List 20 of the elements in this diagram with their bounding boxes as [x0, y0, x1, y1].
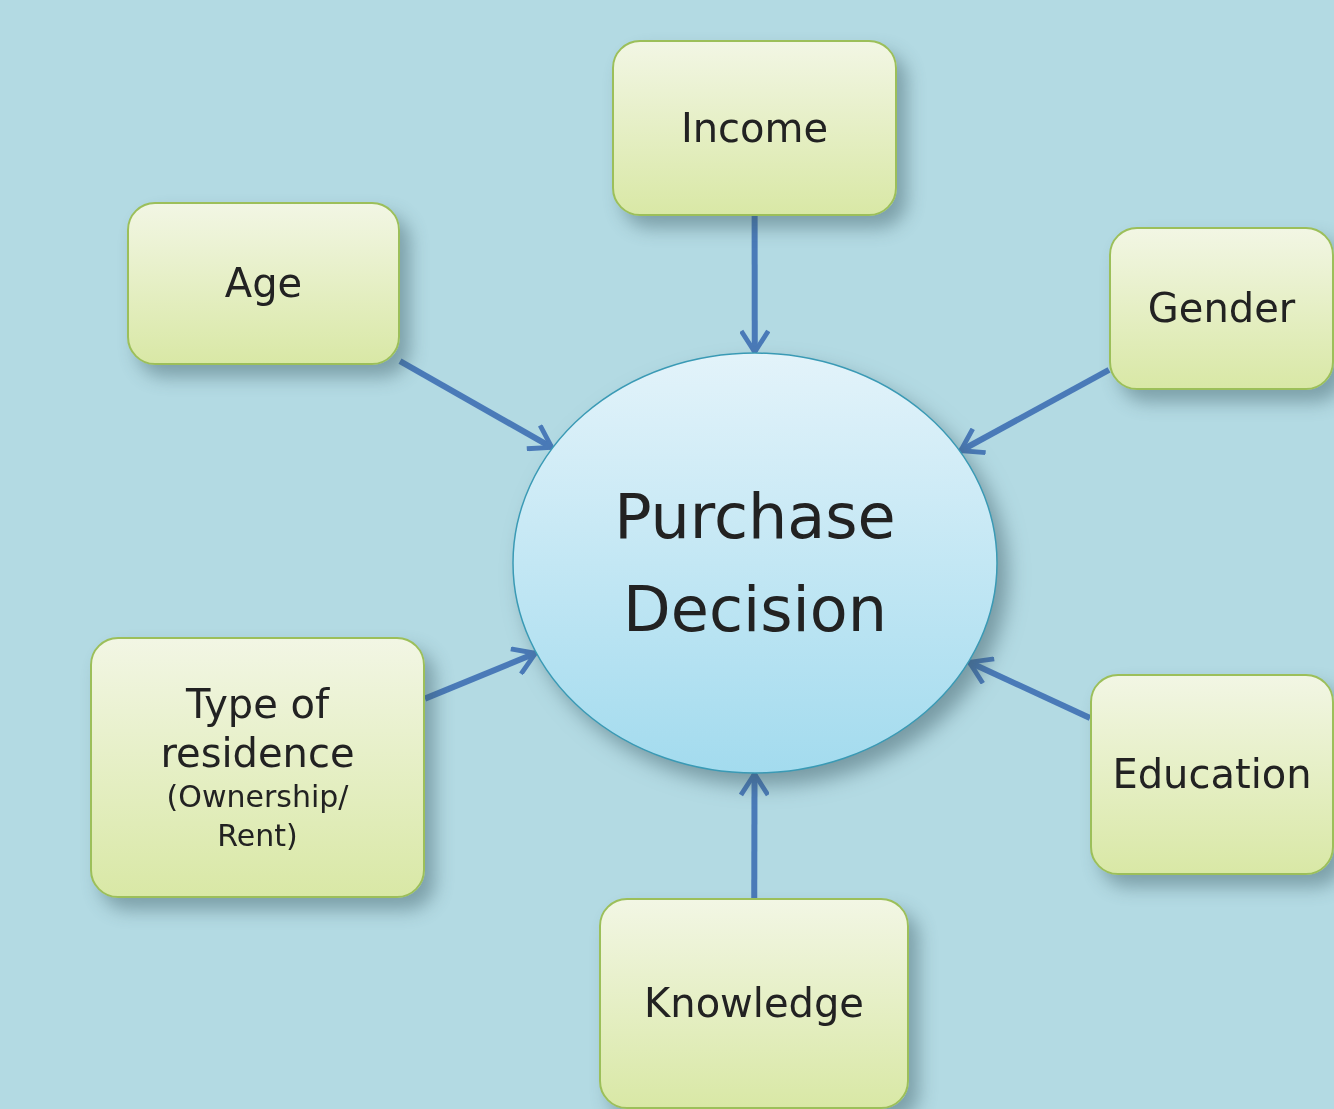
node-label: Education — [1112, 750, 1312, 799]
factor-box — [127, 202, 400, 365]
node-label: Gender — [1147, 284, 1296, 333]
node-label: Knowledge — [644, 979, 864, 1028]
arrow — [967, 656, 1092, 721]
node-label: Type of residence — [159, 679, 356, 778]
factor-box — [599, 898, 909, 1109]
arrow — [423, 646, 538, 702]
node-label: Purchase Decision — [613, 479, 897, 648]
factor-box — [612, 40, 897, 216]
arrow — [398, 358, 555, 452]
factor-box — [90, 637, 425, 898]
arrow — [958, 367, 1111, 455]
node-label: Income — [680, 103, 829, 153]
arrow — [738, 216, 771, 355]
factor-box — [1090, 674, 1334, 875]
arrow — [738, 771, 771, 898]
factor-box — [1109, 227, 1334, 390]
node-label: (Ownership/ Rent) — [165, 778, 350, 856]
node-label: Age — [224, 259, 303, 308]
